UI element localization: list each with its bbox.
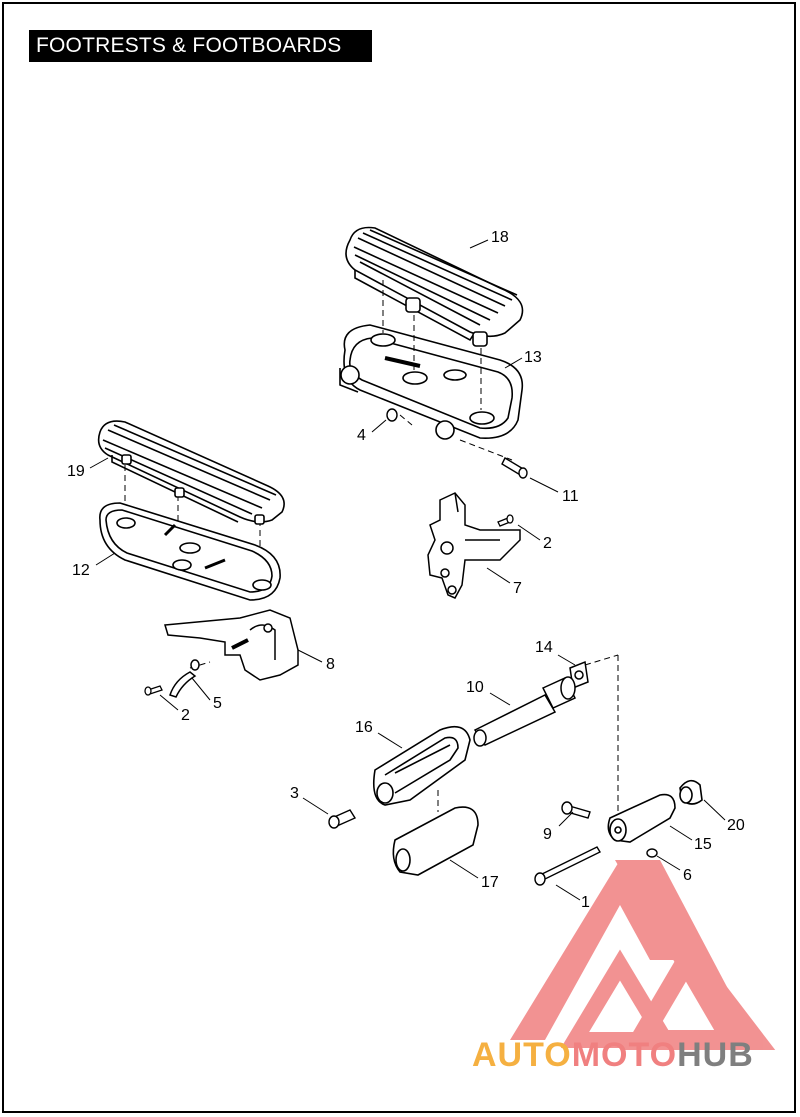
part-19-lower-footboard-pad bbox=[97, 420, 285, 525]
callout-5: 5 bbox=[213, 695, 222, 712]
callout-18: 18 bbox=[491, 229, 509, 246]
part-13-upper-footboard-bracket bbox=[339, 324, 524, 440]
callout-20: 20 bbox=[727, 817, 745, 834]
callout-4: 4 bbox=[357, 427, 366, 444]
part-7-mounting-bracket bbox=[427, 492, 521, 599]
callout-13: 13 bbox=[524, 349, 542, 366]
callout-19: 19 bbox=[67, 463, 85, 480]
callout-9: 9 bbox=[543, 826, 552, 843]
callout-2-upper: 2 bbox=[543, 535, 552, 552]
part-2-screw-upper bbox=[497, 514, 514, 527]
callout-2-lower: 2 bbox=[181, 707, 190, 724]
part-11-pin bbox=[501, 457, 528, 479]
watermark-hub: HUB bbox=[677, 1036, 754, 1074]
part-2-screw-lower bbox=[144, 685, 163, 696]
part-10-footrest-shaft bbox=[473, 676, 577, 747]
part-1-long-bolt bbox=[534, 846, 601, 886]
part-16-footpeg bbox=[372, 725, 471, 806]
part-20-bumper bbox=[679, 779, 703, 805]
callout-17: 17 bbox=[481, 874, 499, 891]
watermark-logo bbox=[510, 860, 776, 1050]
part-15-clevis bbox=[607, 793, 676, 843]
callout-6: 6 bbox=[683, 867, 692, 884]
callout-leaders bbox=[89, 239, 726, 901]
part-3-bolt bbox=[328, 809, 357, 829]
part-4-nut bbox=[386, 408, 398, 422]
callout-10: 10 bbox=[466, 679, 484, 696]
part-17-footpeg-rubber bbox=[392, 806, 479, 876]
part-6-retaining-clip bbox=[646, 848, 658, 858]
watermark-moto: MOTO bbox=[572, 1036, 677, 1074]
part-14-washer bbox=[569, 660, 589, 690]
callout-7: 7 bbox=[513, 580, 522, 597]
callout-11: 11 bbox=[562, 488, 579, 505]
callout-16: 16 bbox=[355, 719, 373, 736]
callout-12: 12 bbox=[72, 562, 90, 579]
part-9-clevis-pin bbox=[561, 801, 591, 819]
callout-1: 1 bbox=[581, 894, 590, 911]
part-12-lower-footboard-plate bbox=[99, 502, 281, 601]
page-title: FOOTRESTS & FOOTBOARDS bbox=[29, 30, 372, 62]
part-18-upper-footboard-pad bbox=[345, 226, 524, 347]
callout-8: 8 bbox=[326, 656, 335, 673]
callout-15: 15 bbox=[694, 836, 712, 853]
part-8-footboard-bracket bbox=[164, 609, 299, 681]
part-5-clip bbox=[169, 659, 200, 698]
callout-3: 3 bbox=[290, 785, 299, 802]
watermark-auto: AUTO bbox=[472, 1036, 572, 1074]
callout-14: 14 bbox=[535, 639, 553, 656]
svg-text:AUTOMOTOHUB: AUTOMOTOHUB bbox=[472, 1036, 754, 1074]
watermark-wordmark: AUTOMOTOHUB bbox=[472, 1036, 754, 1074]
